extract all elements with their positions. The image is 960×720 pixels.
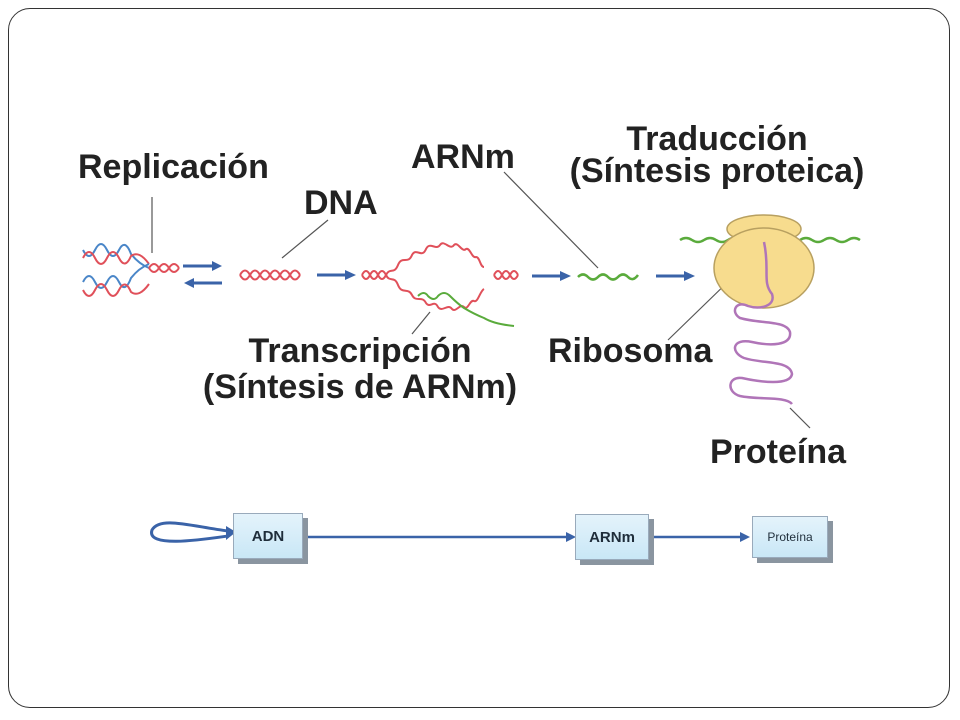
label-replicacion: Replicación [78, 148, 269, 186]
flow-box-arnm: ARNm [575, 514, 649, 560]
label-transcripcion-title: Transcripción [248, 332, 472, 370]
arrow-to-transcription [317, 270, 356, 280]
protein-chain-icon [729, 241, 794, 405]
label-transcripcion-subtitle: (Síntesis de ARNm) [202, 368, 518, 406]
arrowhead-proteina [740, 532, 750, 542]
label-arnm: ARNm [411, 138, 515, 176]
arrow-to-mrna [532, 271, 571, 281]
pointer-dna [281, 219, 329, 259]
arrow-to-translation [656, 271, 695, 281]
flow-box-adn: ADN [233, 513, 303, 559]
self-replication-loop-icon [150, 521, 229, 543]
transcription-bubble-icon [361, 242, 519, 327]
flow-box-proteina: Proteína [752, 516, 828, 558]
pointer-proteina [789, 407, 811, 429]
dna-helix-icon [239, 269, 301, 281]
label-ribosoma: Ribosoma [548, 332, 713, 370]
pointer-arnm [503, 171, 599, 269]
loop-arrowhead [226, 526, 236, 540]
arrowhead-arnm [566, 532, 576, 542]
slide-frame [8, 8, 950, 708]
mrna-strand-icon [577, 273, 640, 281]
pointer-transcripcion [411, 311, 431, 335]
label-traduccion-subtitle: (Síntesis proteica) [569, 152, 865, 190]
ribosome-icon [679, 214, 861, 309]
reversible-arrows-icon [183, 261, 222, 288]
replication-fork-icon [82, 243, 180, 297]
label-dna: DNA [304, 184, 378, 222]
label-proteina: Proteína [710, 433, 847, 471]
label-traduccion-title: Traducción [626, 120, 808, 158]
